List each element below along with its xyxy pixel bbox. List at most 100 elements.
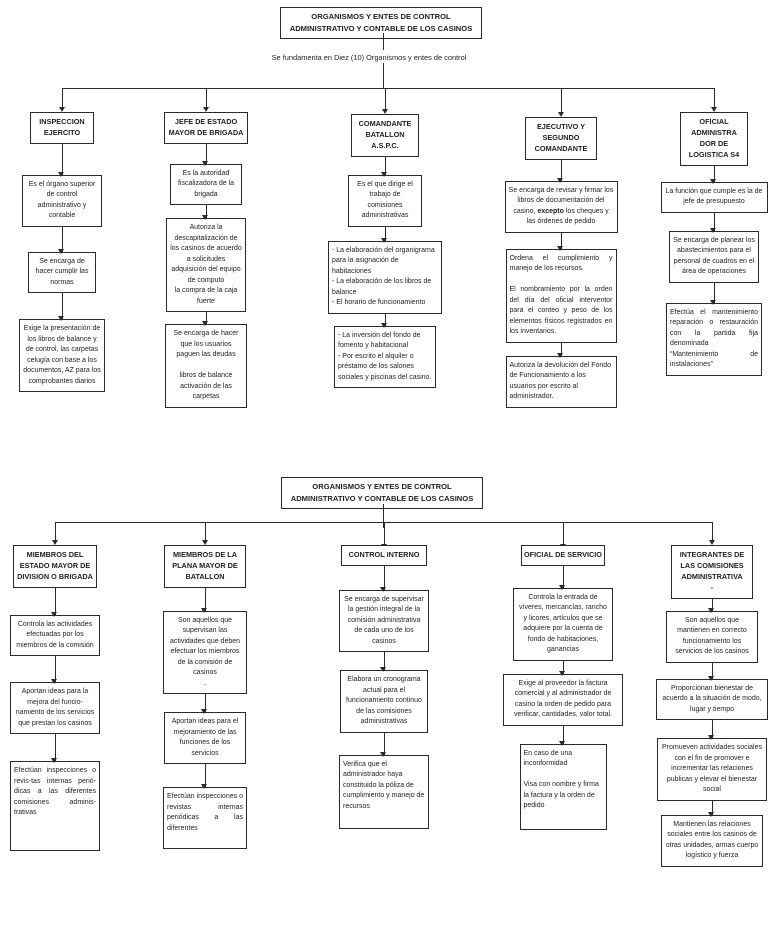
arrow-down-icon bbox=[708, 598, 715, 613]
arrow-down-icon bbox=[559, 565, 566, 590]
arrow-down-icon bbox=[559, 725, 566, 746]
node-box: Efectúa el mantenimiento reparación o re… bbox=[666, 302, 762, 376]
connector-line bbox=[383, 63, 384, 88]
section-bottom: ORGANISMOS Y ENTES DE CONTROL ADMINISTRA… bbox=[0, 470, 768, 932]
arrow-down-icon bbox=[381, 313, 388, 328]
column-comandante-batallon: COMANDANTE BATALLON A.S.P.C. Es el que d… bbox=[327, 114, 443, 389]
column-oficial-administrador-logistica: OFICIAL ADMINISTRA DOR DE LOGISTICA S4 L… bbox=[660, 112, 768, 376]
arrow-down-icon bbox=[58, 88, 65, 112]
arrow-down-icon bbox=[381, 156, 388, 177]
column-miembros-plana-mayor: MIEMBROS DE LA PLANA MAYOR DE BATALLON S… bbox=[158, 545, 252, 850]
node-box: Exige la presentación de los libros de b… bbox=[19, 319, 105, 393]
node-box: Se encarga de hacer que los usuarios pag… bbox=[165, 324, 247, 408]
column-ejecutivo-segundo-comandante: EJECUTIVO Y SEGUNDO COMANDANTE Se encarg… bbox=[501, 117, 621, 408]
arrow-down-icon bbox=[51, 587, 58, 617]
node-header: COMANDANTE BATALLON A.S.P.C. bbox=[351, 114, 419, 157]
node-box: Es el órgano superior de control adminis… bbox=[22, 174, 102, 227]
section1-subtitle: Se fundamenta en Diez (10) Organismos y … bbox=[271, 53, 467, 62]
arrow-down-icon bbox=[557, 342, 564, 358]
node-box: En caso de una inconformidad Visa con no… bbox=[519, 743, 607, 830]
node-box: Exige al proveedor la factura comercial … bbox=[503, 673, 623, 726]
node-header: OFICIAL DE SERVICIO bbox=[521, 545, 605, 566]
node-box: Ordena el cumplimiento y manejo de los r… bbox=[505, 248, 617, 343]
node-box: Se encarga de hacer cumplir las normas bbox=[28, 251, 96, 294]
arrow-down-icon bbox=[202, 143, 209, 166]
arrow-down-icon bbox=[202, 312, 209, 327]
node-header: OFICIAL ADMINISTRA DOR DE LOGISTICA S4 bbox=[680, 112, 748, 166]
arrow-down-icon bbox=[557, 88, 564, 117]
arrow-down-icon bbox=[708, 720, 715, 741]
node-text: Se encarga de revisar y firmar los libro… bbox=[508, 186, 614, 215]
column-miembros-estado-mayor: MIEMBROS DEL ESTADO MAYOR DE DIVISION O … bbox=[8, 545, 102, 852]
node-box: Se encarga de revisar y firmar los libro… bbox=[504, 180, 618, 233]
node-box: Promueven actividades sociales con el fi… bbox=[657, 738, 767, 801]
node-box: La función que cumple es la de jefe de p… bbox=[660, 181, 768, 213]
column-oficial-de-servicio: OFICIAL DE SERVICIO Controla la entrada … bbox=[502, 545, 624, 830]
connector-line-horizontal bbox=[62, 88, 714, 89]
section-top: ORGANISMOS Y ENTES DE CONTROL ADMINISTRA… bbox=[14, 7, 768, 408]
node-text: los cheques y las órdenes de pedido bbox=[526, 207, 609, 226]
arrow-down-icon bbox=[710, 282, 717, 305]
arrow-down-icon bbox=[557, 232, 564, 251]
node-box: Proporcionan bienestar de acuerdo a la s… bbox=[656, 678, 768, 721]
arrow-down-icon bbox=[202, 88, 209, 112]
arrow-down-icon bbox=[380, 652, 387, 673]
node-box: Controla las actividades efectuadas por … bbox=[10, 614, 100, 657]
column-jefe-estado-mayor: JEFE DE ESTADO MAYOR DE BRIGADA Es la au… bbox=[158, 112, 254, 408]
column-integrantes-comisiones: INTEGRANTES DE LAS COMISIONES ADMINISTRA… bbox=[656, 545, 768, 867]
node-box: Autoriza la devolución del Fondo de Func… bbox=[505, 355, 617, 408]
node-box: Efectúan inspecciones o revistas interna… bbox=[163, 787, 247, 850]
node-box: Se encarga de supervisar la gestión inte… bbox=[339, 589, 429, 653]
node-header: CONTROL INTERNO bbox=[341, 545, 427, 566]
arrow-down-icon bbox=[201, 764, 208, 790]
node-header: INSPECCION EJERCITO bbox=[30, 112, 94, 144]
arrow-down-icon bbox=[58, 143, 65, 177]
arrow-down-icon bbox=[710, 88, 717, 112]
column-inspeccion-ejercito: INSPECCION EJERCITO Es el órgano superio… bbox=[14, 112, 110, 393]
node-box: Son aquellos que supervisan las activida… bbox=[163, 610, 247, 695]
node-box: Elabora un cronograma actual para el fun… bbox=[340, 670, 428, 733]
connector-line bbox=[383, 33, 384, 50]
arrow-down-icon bbox=[51, 656, 58, 685]
node-box: Autoriza la descapitalización de los cas… bbox=[166, 218, 246, 313]
node-header: EJECUTIVO Y SEGUNDO COMANDANTE bbox=[525, 117, 597, 160]
node-header: JEFE DE ESTADO MAYOR DE BRIGADA bbox=[164, 112, 248, 144]
arrow-down-icon bbox=[380, 565, 387, 592]
arrow-down-icon bbox=[381, 88, 388, 114]
node-text-bold: excepto bbox=[537, 207, 564, 215]
arrow-down-icon bbox=[708, 522, 715, 545]
arrow-down-icon bbox=[380, 732, 387, 757]
arrow-down-icon bbox=[559, 660, 566, 676]
arrow-down-icon bbox=[51, 734, 58, 764]
node-box: Se encarga de planear los abastecimiento… bbox=[669, 230, 759, 283]
connector-line bbox=[383, 504, 384, 528]
arrow-down-icon bbox=[710, 165, 717, 184]
node-box: Verifica que el administrador haya const… bbox=[339, 754, 429, 829]
node-box: Controla la entrada de víveres, mercancí… bbox=[513, 587, 613, 661]
arrow-down-icon bbox=[557, 159, 564, 183]
node-header: MIEMBROS DE LA PLANA MAYOR DE BATALLON bbox=[164, 545, 246, 588]
arrow-down-icon bbox=[202, 205, 209, 221]
node-header: MIEMBROS DEL ESTADO MAYOR DE DIVISION O … bbox=[13, 545, 97, 588]
node-box: Son aquellos que mantienen en correcto f… bbox=[666, 610, 758, 663]
arrow-down-icon bbox=[381, 226, 388, 243]
arrow-down-icon bbox=[58, 293, 65, 322]
node-box: Es el que dirige el trabajo de comisione… bbox=[348, 174, 422, 227]
node-box: Aportan ideas para el mejoramiento de la… bbox=[164, 712, 246, 765]
column-control-interno: CONTROL INTERNO Se encarga de supervisar… bbox=[334, 545, 434, 829]
arrow-down-icon bbox=[708, 662, 715, 681]
arrow-down-icon bbox=[201, 587, 208, 613]
node-box: - La inversión del fondo de fomento y ha… bbox=[334, 325, 436, 389]
arrow-down-icon bbox=[58, 226, 65, 254]
node-box: Mantienen las relaciones sociales entre … bbox=[661, 814, 763, 867]
arrow-down-icon bbox=[559, 522, 566, 549]
arrow-down-icon bbox=[201, 694, 208, 715]
node-box: Efectúan inspecciones o revis-tas intern… bbox=[10, 761, 100, 852]
arrow-down-icon bbox=[380, 522, 387, 549]
connector-line-horizontal bbox=[55, 522, 712, 523]
section1-title: ORGANISMOS Y ENTES DE CONTROL ADMINISTRA… bbox=[280, 7, 482, 39]
node-box: Es la autoridad fiscalizadora de la brig… bbox=[170, 163, 242, 206]
arrow-down-icon bbox=[710, 212, 717, 233]
node-box: Aportan ideas para la mejora del funcio-… bbox=[10, 682, 100, 735]
